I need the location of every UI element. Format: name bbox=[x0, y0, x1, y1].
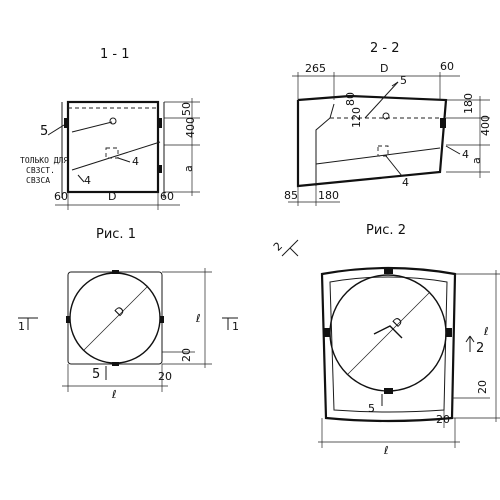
dim-400: 400 bbox=[479, 115, 492, 136]
dim-d: D bbox=[108, 190, 116, 203]
pipe-circle bbox=[69, 272, 161, 364]
embedded-part bbox=[105, 147, 119, 159]
note-line-2: СВ3СТ. bbox=[26, 166, 55, 175]
section-mark-right: 2 bbox=[476, 341, 484, 356]
section-mark-left: 1 bbox=[18, 320, 25, 333]
plate-top bbox=[384, 268, 393, 274]
dim-60-right: 60 bbox=[160, 190, 174, 203]
side-label: ℓ bbox=[195, 312, 201, 325]
dim-60: 60 bbox=[440, 60, 454, 73]
plate-left bbox=[66, 316, 70, 323]
dim-a: a bbox=[470, 157, 483, 164]
embedded-part bbox=[377, 145, 389, 157]
figure-2: Рис. 2 2 D 2 ℓ 20 ℓ 20 5 bbox=[271, 223, 500, 457]
dim-180-bottom: 180 bbox=[318, 189, 339, 202]
callout-5: 5 bbox=[92, 367, 100, 382]
side-label: ℓ bbox=[483, 325, 489, 338]
section-1-1: 1 - 1 50 400 a 60 D 60 5 4 4 bbox=[20, 47, 200, 210]
pipe-circle bbox=[329, 274, 447, 392]
section-1-1-body bbox=[66, 100, 160, 194]
figure-2-outline bbox=[320, 266, 457, 423]
section-mark-right: 1 bbox=[232, 320, 239, 333]
dim-85: 85 bbox=[284, 189, 298, 202]
callout-5: 5 bbox=[368, 402, 375, 415]
callout-4b: 4 bbox=[132, 155, 139, 168]
dim-20b: 20 bbox=[436, 413, 450, 426]
dim-50: 50 bbox=[180, 102, 193, 116]
dim-400: 400 bbox=[184, 117, 197, 138]
side-plate-right-low bbox=[157, 165, 162, 173]
figure-1-title: Рис. 1 bbox=[96, 227, 136, 242]
bottom-label: ℓ bbox=[111, 388, 117, 401]
note-line-1: ТОЛЬКО ДЛЯ bbox=[20, 156, 68, 165]
dim-265: 265 bbox=[305, 62, 326, 75]
figure-1: Рис. 1 D 1 1 ℓ 20 ℓ 20 5 bbox=[18, 227, 239, 401]
section-1-1-title: 1 - 1 bbox=[100, 47, 130, 62]
callout-5: 5 bbox=[400, 74, 407, 87]
dim-120: 120 bbox=[350, 107, 363, 128]
plate-top bbox=[112, 270, 119, 274]
figure-1-outline bbox=[67, 271, 163, 365]
dim-60-left: 60 bbox=[54, 190, 68, 203]
plate-right bbox=[160, 316, 164, 323]
figure-2-title: Рис. 2 bbox=[366, 223, 406, 238]
diameter-label: D bbox=[112, 304, 127, 319]
section-2-2: 2 - 2 265 D 60 180 400 a 80 120 85 bbox=[284, 41, 492, 206]
plate-bottom bbox=[112, 362, 119, 366]
bottom-label: ℓ bbox=[383, 444, 389, 457]
section-2-2-title: 2 - 2 bbox=[370, 41, 400, 56]
plate-bottom bbox=[384, 388, 393, 394]
dim-180: 180 bbox=[462, 93, 475, 114]
dim-d: D bbox=[380, 62, 388, 75]
plate-left bbox=[324, 328, 330, 337]
callout-4b: 4 bbox=[402, 176, 409, 189]
dim-20a: 20 bbox=[476, 380, 489, 394]
dim-a: a bbox=[182, 165, 195, 172]
dim-20b: 20 bbox=[158, 370, 172, 383]
section-mark-top: 2 bbox=[271, 240, 285, 254]
callout-5: 5 bbox=[40, 124, 48, 139]
hole-mark bbox=[109, 117, 117, 125]
side-plate bbox=[440, 118, 446, 128]
side-plate-left bbox=[64, 118, 69, 128]
note-line-3: СВ3СА bbox=[26, 176, 50, 185]
dim-80: 80 bbox=[344, 92, 357, 106]
hole-mark bbox=[382, 112, 390, 120]
side-plate-right bbox=[157, 118, 162, 128]
plate-right bbox=[446, 328, 452, 337]
section-2-2-body bbox=[296, 94, 448, 188]
callout-4a: 4 bbox=[84, 174, 91, 187]
dim-20a: 20 bbox=[180, 348, 193, 362]
callout-4a: 4 bbox=[462, 148, 469, 161]
